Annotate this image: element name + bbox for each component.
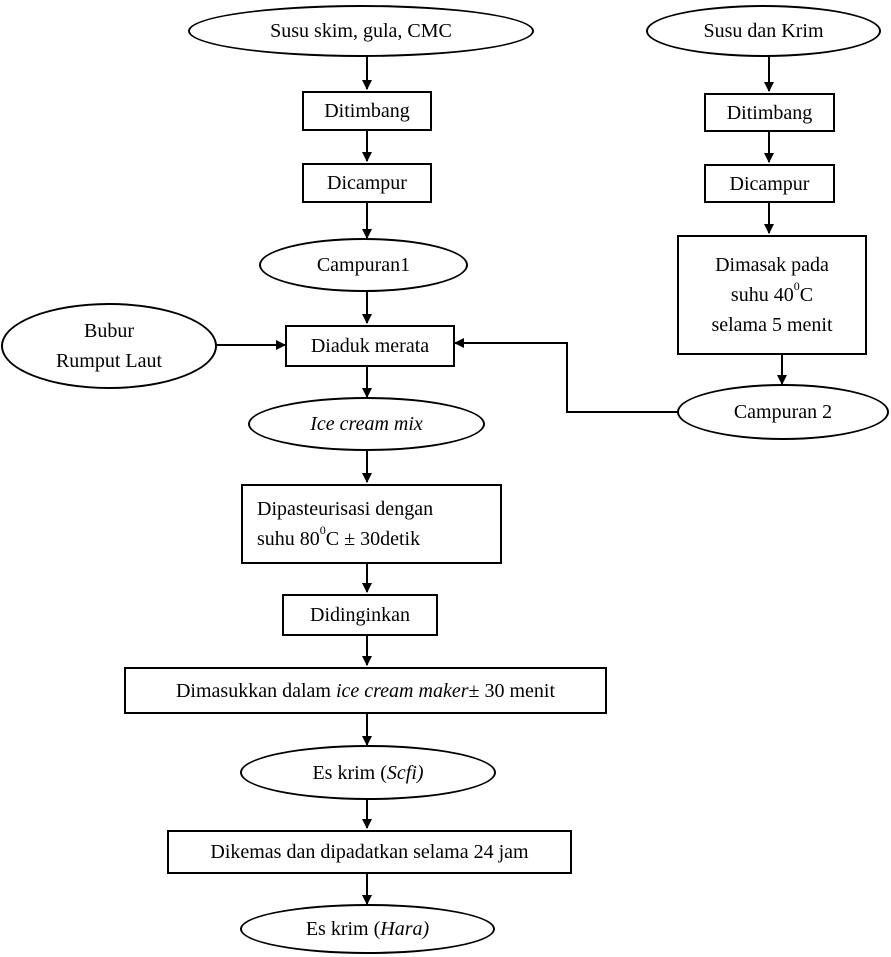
node-dicampur-left-label: Dicampur [327,172,407,194]
node-dimasak-line3: selama 5 menit [711,314,833,336]
node-dikemas: Dikemas dan dipadatkan selama 24 jam [167,830,572,874]
arrow-campuran2-to-diaduk [454,338,678,413]
node-es-krim-scfi-label: Es krim (Scfi) [312,761,424,784]
node-susu-krim-label: Susu dan Krim [703,20,824,42]
node-dicampur-left: Dicampur [302,163,432,203]
node-campuran1: Campuran1 [259,238,468,292]
node-ice-cream-mix-label: Ice cream mix [310,413,423,435]
node-didinginkan-label: Didinginkan [310,604,410,626]
node-diaduk-merata: Diaduk merata [285,325,455,367]
node-ditimbang-left-label: Ditimbang [324,100,410,122]
node-campuran1-label: Campuran1 [316,254,411,276]
node-es-krim-hara-label: Es krim (Hara) [305,918,430,940]
node-ditimbang-left: Ditimbang [302,91,432,131]
node-bubur-line2: Rumput Laut [55,350,163,372]
node-dimasak-line1: Dimasak pada [715,254,829,276]
node-bubur-rumput-laut: Bubur Rumput Laut [1,303,217,389]
node-campuran2: Campuran 2 [677,384,889,440]
node-diaduk-label: Diaduk merata [310,335,430,357]
node-dikemas-label: Dikemas dan dipadatkan selama 24 jam [210,841,529,863]
node-es-krim-scfi: Es krim (Scfi) [240,745,496,800]
node-pasteurisasi: Dipasteurisasi dengan suhu 800C ± 30deti… [241,484,502,564]
node-pasteurisasi-line1: Dipasteurisasi dengan [257,498,434,520]
node-susu-skim: Susu skim, gula, CMC [188,5,534,57]
node-dicampur-right-label: Dicampur [729,172,810,195]
node-ice-cream-mix: Ice cream mix [248,397,485,451]
node-ditimbang-right-label: Ditimbang [726,101,813,124]
node-susu-krim: Susu dan Krim [646,5,881,57]
node-ditimbang-right: Ditimbang [704,93,835,132]
node-dicampur-right: Dicampur [704,164,835,203]
node-susu-skim-label: Susu skim, gula, CMC [270,20,452,42]
node-didinginkan: Didinginkan [282,594,438,636]
node-dimasak: Dimasak pada suhu 400C selama 5 menit [677,235,867,355]
node-pasteurisasi-line2: suhu 800C ± 30detik [257,523,421,550]
node-dimasak-line2: suhu 400C [730,279,814,306]
node-es-krim-hara: Es krim (Hara) [240,904,495,954]
node-ice-cream-maker: Dimasukkan dalam ice cream maker± 30 men… [124,667,607,714]
node-campuran2-label: Campuran 2 [733,401,833,423]
node-ice-cream-maker-label: Dimasukkan dalam ice cream maker± 30 men… [175,679,556,702]
node-bubur-line1: Bubur [83,320,134,342]
